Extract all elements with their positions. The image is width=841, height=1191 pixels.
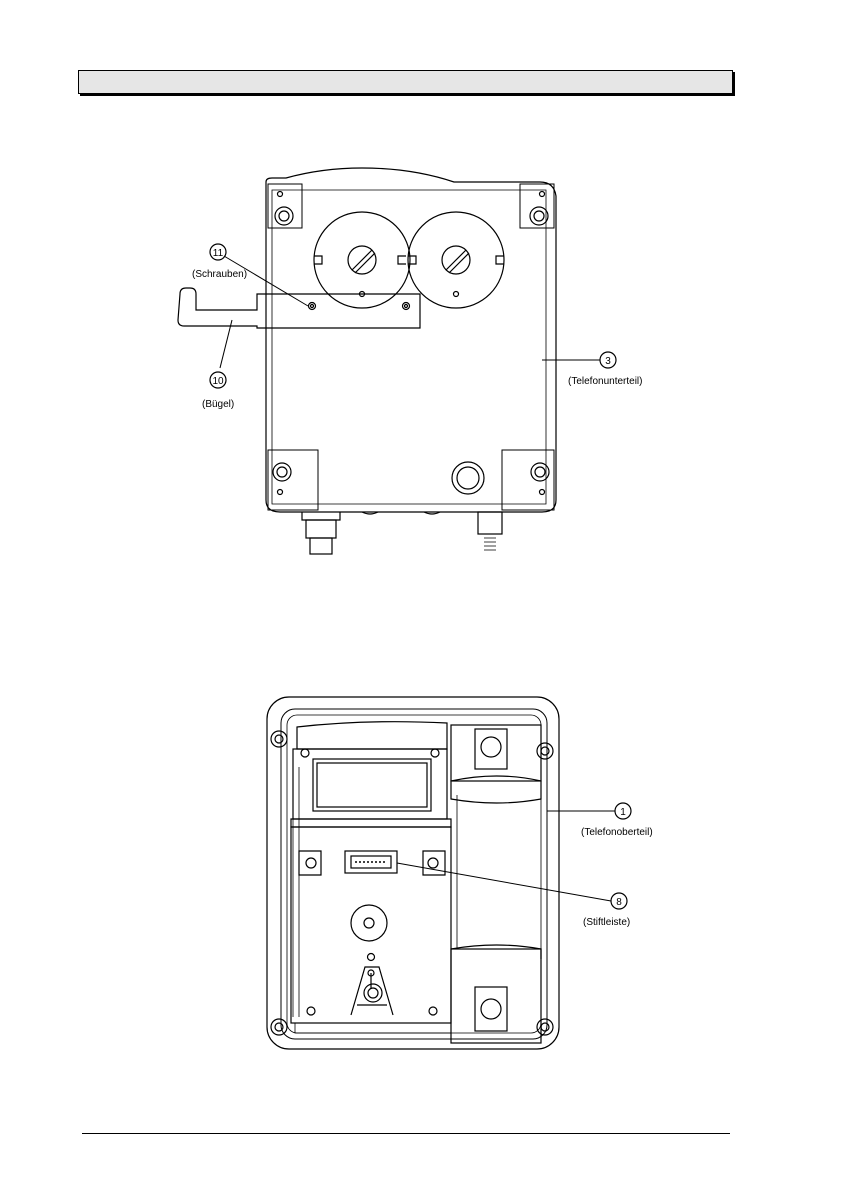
callout-buegel-label: (Bügel) xyxy=(202,399,234,410)
callout-schrauben-label: (Schrauben) xyxy=(192,269,247,280)
callout-stiftleiste-label: (Stiftleiste) xyxy=(583,917,630,928)
callout-telefonunterteil-label: (Telefonunterteil) xyxy=(568,376,642,387)
callout-8-number: 8 xyxy=(616,897,622,908)
callout-1-number: 1 xyxy=(620,807,626,818)
callout-3-number: 3 xyxy=(605,356,611,367)
callout-10-number: 10 xyxy=(212,376,224,387)
header-bar xyxy=(78,70,733,94)
telefonunterteil-drawing: 11 (Schrauben) 10 (Bügel) 3 (Telefonunte… xyxy=(162,160,662,560)
telefonoberteil-drawing: 1 (Telefonoberteil) 8 (Stiftleiste) xyxy=(247,687,661,1059)
callout-11-number: 11 xyxy=(213,248,224,259)
footer-rule xyxy=(82,1133,730,1134)
callout-telefonoberteil-label: (Telefonoberteil) xyxy=(581,827,653,838)
